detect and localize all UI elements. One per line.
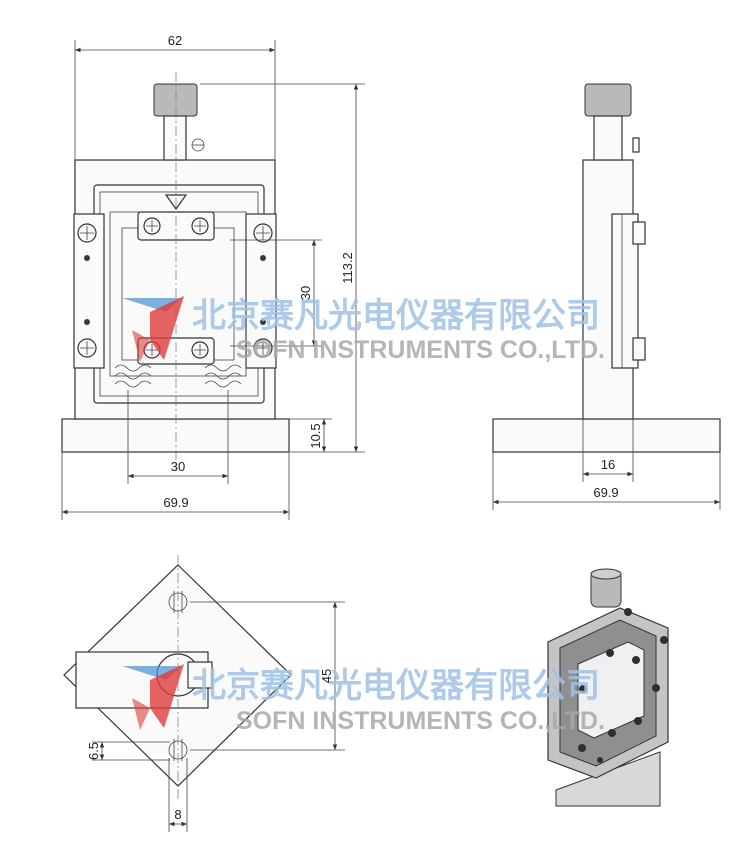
- dim-height: 113.2: [340, 252, 355, 284]
- watermark-company-en: SOFN INSTRUMENTS CO.,LTD.: [236, 336, 605, 364]
- front-view: [61, 72, 290, 470]
- watermark-company-cn: 北京赛凡光电仪器有限公司: [192, 296, 600, 336]
- watermark-company-en: SOFN INSTRUMENTS CO.,LTD.: [236, 707, 605, 735]
- dim-base-height: 10.5: [308, 423, 323, 448]
- logo-icon: [122, 664, 184, 730]
- dim-side-base-width: 69.9: [593, 485, 618, 500]
- side-dimensions: 16 69.9: [492, 419, 721, 510]
- iso-view: [547, 568, 669, 807]
- logo-icon: [122, 296, 184, 362]
- dim-travel-vertical: 30: [298, 286, 313, 300]
- front-dimensions: 62 113.2 30 10.5 30 69.9: [61, 33, 365, 520]
- dim-hole-offset: 6.5: [86, 742, 101, 760]
- watermark-top: 北京赛凡光电仪器有限公司 SOFN INSTRUMENTS CO.,LTD.: [122, 296, 605, 364]
- dim-top-width: 62: [168, 33, 182, 48]
- dim-hole-spacing: 45: [319, 669, 334, 683]
- top-dimensions: 45 6.5 8: [86, 601, 345, 832]
- watermark-bottom: 北京赛凡光电仪器有限公司 SOFN INSTRUMENTS CO.,LTD.: [122, 664, 605, 735]
- dim-travel-horizontal: 30: [171, 459, 185, 474]
- dim-base-width: 69.9: [163, 495, 188, 510]
- dim-side-thickness: 16: [601, 457, 615, 472]
- watermark-company-cn: 北京赛凡光电仪器有限公司: [192, 666, 600, 706]
- dim-hole-diameter: 8: [174, 807, 181, 822]
- front-screws: [77, 217, 273, 359]
- side-view: [492, 83, 721, 453]
